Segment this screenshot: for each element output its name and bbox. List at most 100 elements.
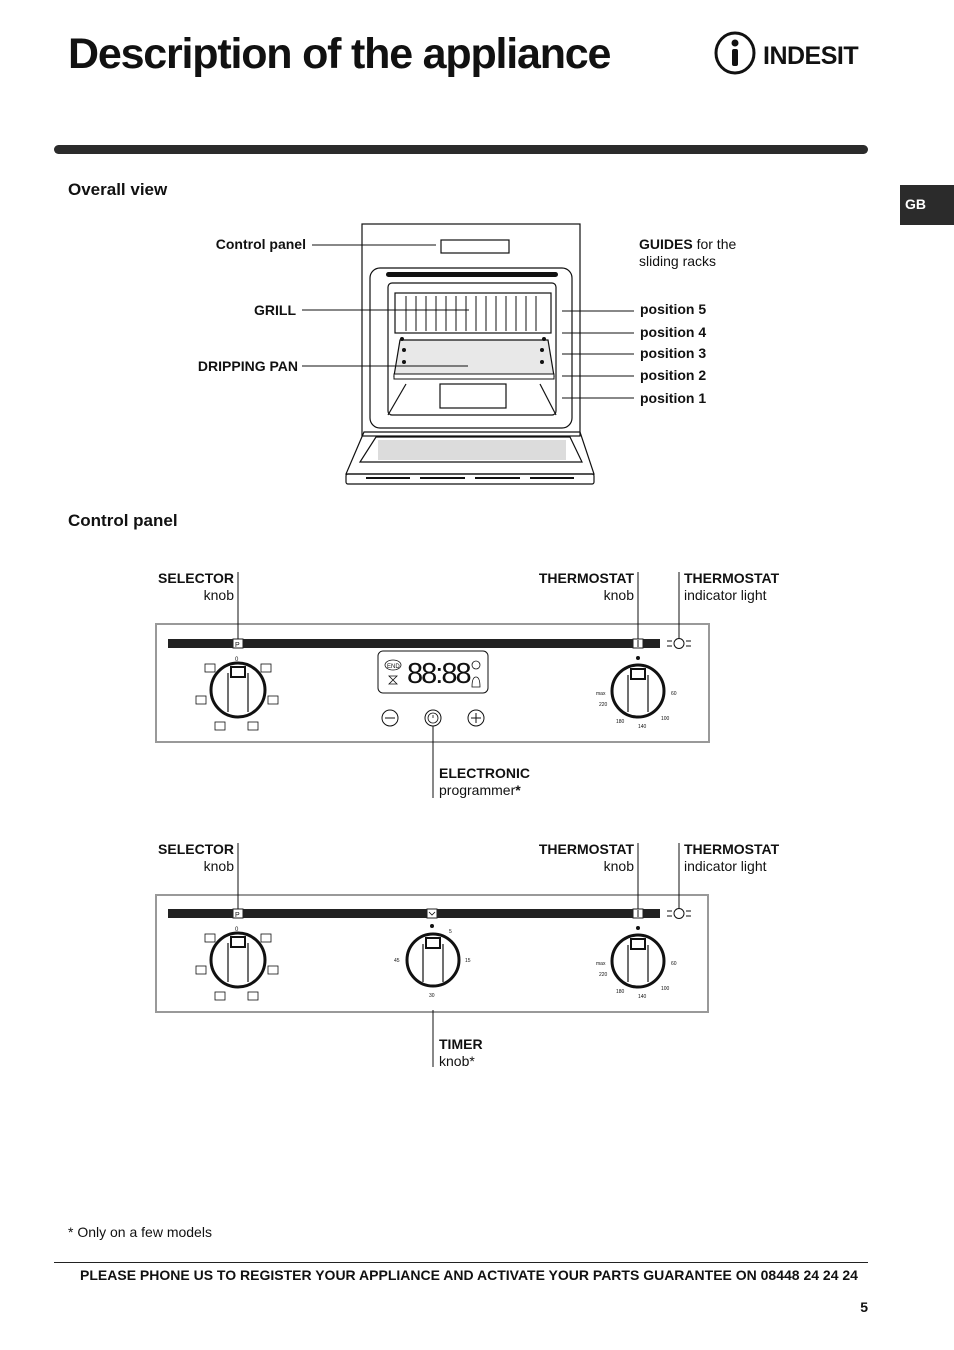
panel2-p-marker: P bbox=[235, 912, 240, 919]
dripping-pan bbox=[393, 339, 555, 380]
selector-bold: SELECTOR bbox=[158, 570, 234, 586]
language-tab: GB bbox=[900, 185, 954, 225]
electronic-sub: programmer bbox=[439, 782, 516, 798]
grill-element bbox=[386, 272, 558, 277]
footer-rule bbox=[54, 1262, 868, 1263]
display-end-label: END bbox=[387, 664, 400, 670]
label-position-3: position 3 bbox=[640, 345, 707, 361]
scale-140: 140 bbox=[638, 724, 647, 730]
oven-control-panel bbox=[440, 239, 510, 254]
control-panels-illustration: P 0 88:88 END bbox=[155, 572, 710, 1067]
selector-knob-1[interactable] bbox=[209, 661, 267, 719]
label-position-5: position 5 bbox=[640, 301, 707, 317]
brand-wordmark: INDESIT bbox=[763, 42, 858, 70]
thermostat-light-sub-2: indicator light bbox=[684, 858, 767, 874]
selector-knob-2[interactable] bbox=[209, 931, 267, 989]
thermostat-knob-sub: knob bbox=[603, 587, 634, 603]
selector-zero-2: 0 bbox=[235, 927, 239, 933]
scale2-220: 220 bbox=[599, 972, 608, 978]
thermostat-light-bold: THERMOSTAT bbox=[684, 570, 780, 586]
timer-knob[interactable] bbox=[405, 932, 461, 988]
hourglass-icon bbox=[388, 675, 398, 685]
programmer-clock-button[interactable] bbox=[424, 709, 442, 727]
control-panel-heading: Control panel bbox=[68, 511, 178, 530]
electronic-bold: ELECTRONIC bbox=[439, 765, 530, 781]
timer-bold: TIMER bbox=[439, 1036, 483, 1052]
scale-180: 180 bbox=[616, 719, 625, 725]
label-position-1: position 1 bbox=[640, 390, 707, 406]
timer-scale-5: 5 bbox=[449, 929, 452, 935]
panel1-p-marker: P bbox=[235, 642, 240, 649]
scale2-180: 180 bbox=[616, 989, 625, 995]
timer-sub: knob* bbox=[439, 1053, 475, 1069]
scale2-140: 140 bbox=[638, 994, 647, 1000]
thermostat-light-bold-2: THERMOSTAT bbox=[684, 841, 780, 857]
selector-bold-2: SELECTOR bbox=[158, 841, 234, 857]
oven-inner-cavity bbox=[387, 282, 557, 416]
thermostat-knob-1[interactable] bbox=[610, 663, 666, 719]
selector-function-icons-2 bbox=[195, 933, 279, 1001]
oven-illustration bbox=[302, 223, 634, 485]
programmer-minus-button[interactable] bbox=[381, 709, 399, 727]
electronic-asterisk: * bbox=[515, 782, 521, 798]
thermostat-knob-sub-2: knob bbox=[603, 858, 634, 874]
label-electronic-programmer: ELECTRONIC programmer* bbox=[439, 765, 579, 799]
oven-cavity bbox=[369, 267, 573, 429]
control-panel-timer: P 0 5 15 30 bbox=[155, 894, 709, 1013]
label-thermostat-light-2: THERMOSTAT indicator light bbox=[684, 841, 824, 875]
bell-icon bbox=[471, 676, 481, 688]
scale2-100: 100 bbox=[661, 986, 670, 992]
timer-scale: 5 15 30 45 bbox=[394, 929, 471, 999]
label-thermostat-knob-2: THERMOSTAT knob bbox=[500, 841, 634, 875]
label-selector-knob-2: SELECTOR knob bbox=[120, 841, 234, 875]
header-rule bbox=[54, 145, 868, 154]
oven-back-vent bbox=[439, 383, 507, 409]
indesit-logo: INDESIT bbox=[714, 31, 859, 75]
registration-phone-notice: PLEASE PHONE US TO REGISTER YOUR APPLIAN… bbox=[80, 1267, 858, 1283]
electronic-programmer-display: 88:88 END bbox=[377, 650, 489, 694]
selector-sub-2: knob bbox=[203, 858, 234, 874]
scale-100: 100 bbox=[661, 716, 670, 722]
thermostat-scale-2: max 220 180 140 100 60 bbox=[596, 961, 677, 1000]
thermostat-scale-1: max 220 180 140 100 60 bbox=[596, 691, 677, 730]
scale2-max: max bbox=[596, 961, 606, 967]
guides-bold: GUIDES bbox=[639, 236, 693, 252]
timer-scale-30: 30 bbox=[429, 993, 435, 999]
thermostat-light-sub: indicator light bbox=[684, 587, 767, 603]
label-timer-knob: TIMER knob* bbox=[439, 1036, 579, 1070]
guides-line2: sliding racks bbox=[639, 253, 717, 269]
control-panel-electronic: P 0 88:88 END bbox=[155, 623, 710, 743]
label-thermostat-knob-1: THERMOSTAT knob bbox=[500, 570, 634, 604]
thermostat-indicator-light-1 bbox=[673, 638, 685, 649]
guides-rest: for the bbox=[692, 236, 737, 252]
scale2-60: 60 bbox=[671, 961, 677, 967]
thermostat-bold: THERMOSTAT bbox=[538, 570, 634, 586]
side-guides bbox=[400, 337, 546, 364]
scale-220: 220 bbox=[599, 702, 608, 708]
display-digits: 88:88 bbox=[407, 658, 470, 690]
label-selector-knob-1: SELECTOR knob bbox=[120, 570, 234, 604]
grill-rack bbox=[394, 292, 552, 334]
selector-function-icons-1 bbox=[195, 663, 279, 731]
label-dripping-pan: DRIPPING PAN bbox=[197, 358, 298, 374]
timer-scale-45: 45 bbox=[394, 958, 400, 964]
oven-body bbox=[361, 223, 581, 437]
label-position-4: position 4 bbox=[640, 324, 707, 340]
thermostat-bold-2: THERMOSTAT bbox=[538, 841, 634, 857]
oven-door bbox=[345, 431, 595, 485]
programmer-plus-button[interactable] bbox=[467, 709, 485, 727]
scale-60: 60 bbox=[671, 691, 677, 697]
label-control-panel: Control panel bbox=[215, 236, 306, 252]
overall-view-heading: Overall view bbox=[68, 180, 168, 199]
page-number: 5 bbox=[860, 1299, 868, 1315]
selector-sub: knob bbox=[203, 587, 234, 603]
scale-max: max bbox=[596, 691, 606, 697]
page-title: Description of the appliance bbox=[68, 30, 611, 78]
thermostat-indicator-light-2 bbox=[673, 908, 685, 919]
timer-scale-15: 15 bbox=[465, 958, 471, 964]
label-grill: GRILL bbox=[254, 302, 296, 318]
thermostat-knob-2[interactable] bbox=[610, 933, 666, 989]
cooking-icon bbox=[471, 660, 481, 670]
selector-zero-1: 0 bbox=[235, 657, 239, 663]
label-position-2: position 2 bbox=[640, 367, 707, 383]
